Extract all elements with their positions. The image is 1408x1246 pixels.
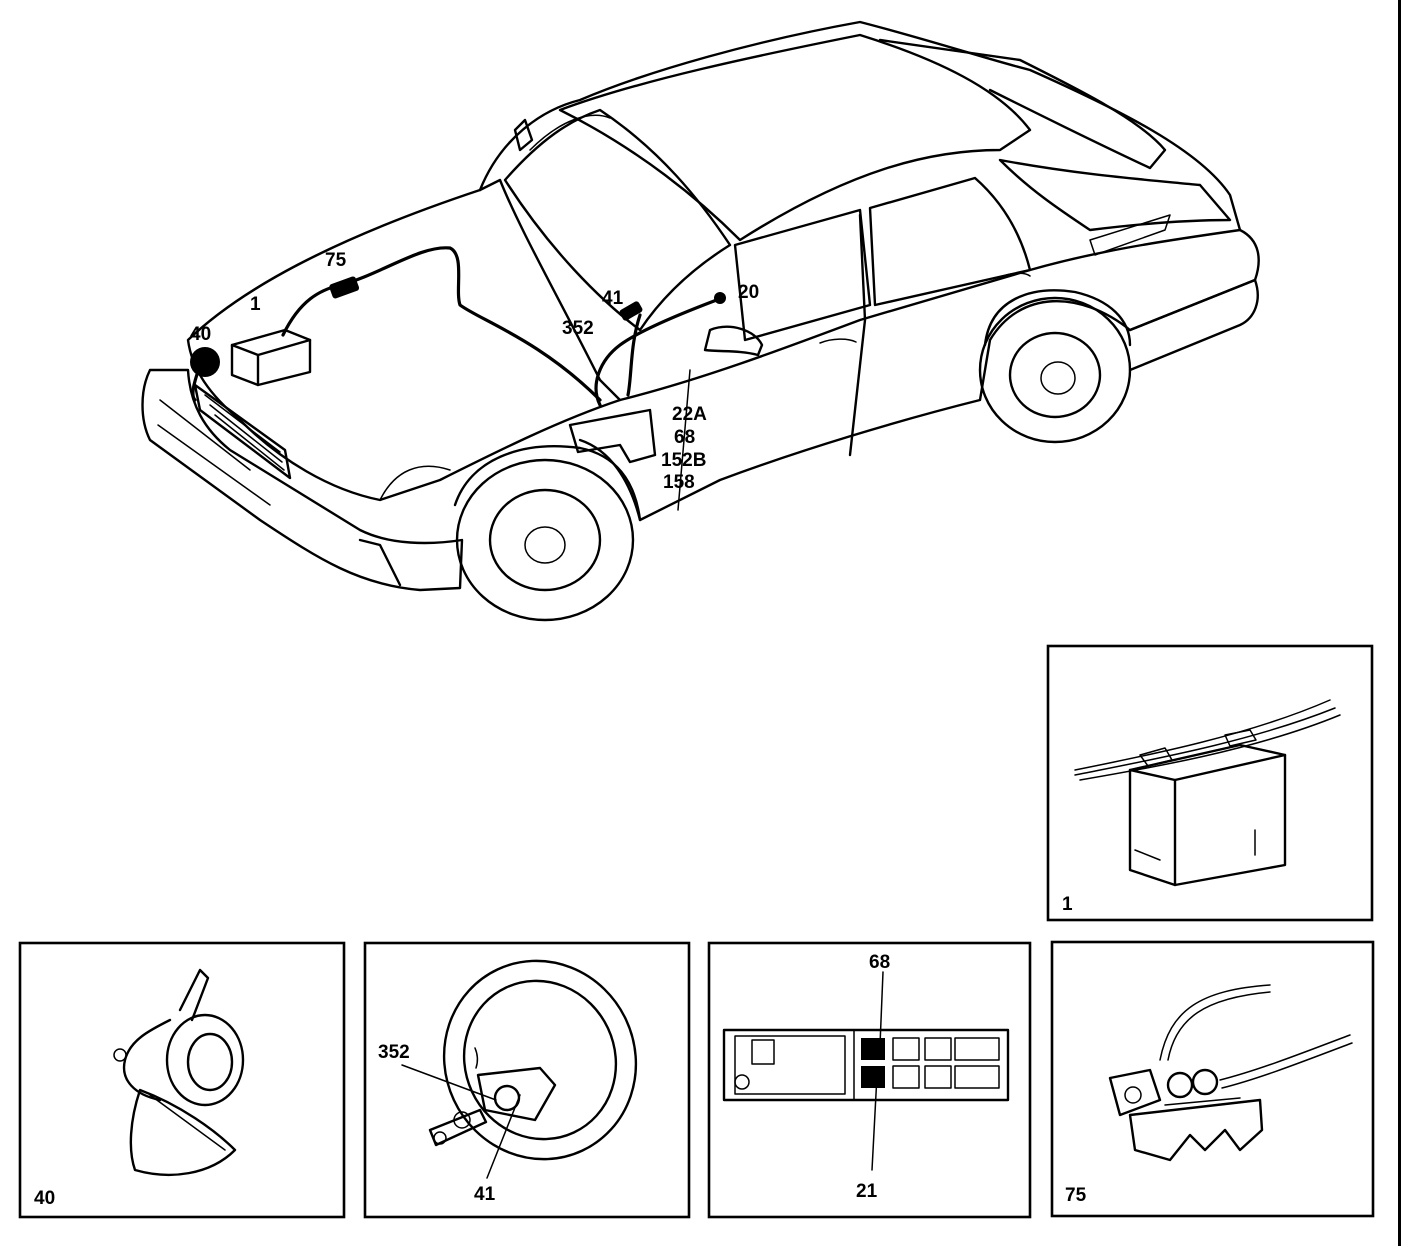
panel-horn-label: 40 — [34, 1188, 55, 1209]
callout-40: 40 — [190, 324, 211, 345]
panel-steering-label: 41 — [474, 1184, 496, 1205]
panel-connector: 75 — [1050, 940, 1375, 1218]
callout-75: 75 — [325, 250, 347, 271]
wiring-harness — [191, 246, 726, 511]
callout-152b: 152B — [661, 450, 706, 471]
car-illustration — [141, 20, 1260, 622]
panel-fusebox-bottom-label: 21 — [856, 1181, 878, 1202]
panel-connector-label: 75 — [1065, 1185, 1087, 1206]
callout-1: 1 — [250, 294, 261, 315]
callout-352: 352 — [562, 318, 594, 339]
panel-battery-label: 1 — [1062, 894, 1073, 915]
fusebox-main — [568, 408, 657, 464]
panel-battery: 1 — [1046, 644, 1374, 922]
callout-20: 20 — [738, 282, 759, 303]
callout-41: 41 — [602, 288, 624, 309]
battery-main — [230, 328, 312, 387]
callout-68: 68 — [674, 427, 695, 448]
panel-steering: 352 41 — [363, 941, 691, 1219]
callout-22a: 22A — [672, 404, 707, 425]
main-callouts: 1 75 40 41 20 352 22A 68 152B 158 — [190, 250, 759, 493]
page-edge-line — [1398, 0, 1401, 1246]
panel-fusebox: 68 21 — [707, 941, 1032, 1219]
panel-horn: 40 — [18, 941, 346, 1219]
panel-steering-callout: 352 — [378, 1042, 410, 1063]
callout-158: 158 — [663, 472, 695, 493]
horn-main — [190, 347, 220, 377]
panel-fusebox-top-label: 68 — [869, 952, 890, 973]
